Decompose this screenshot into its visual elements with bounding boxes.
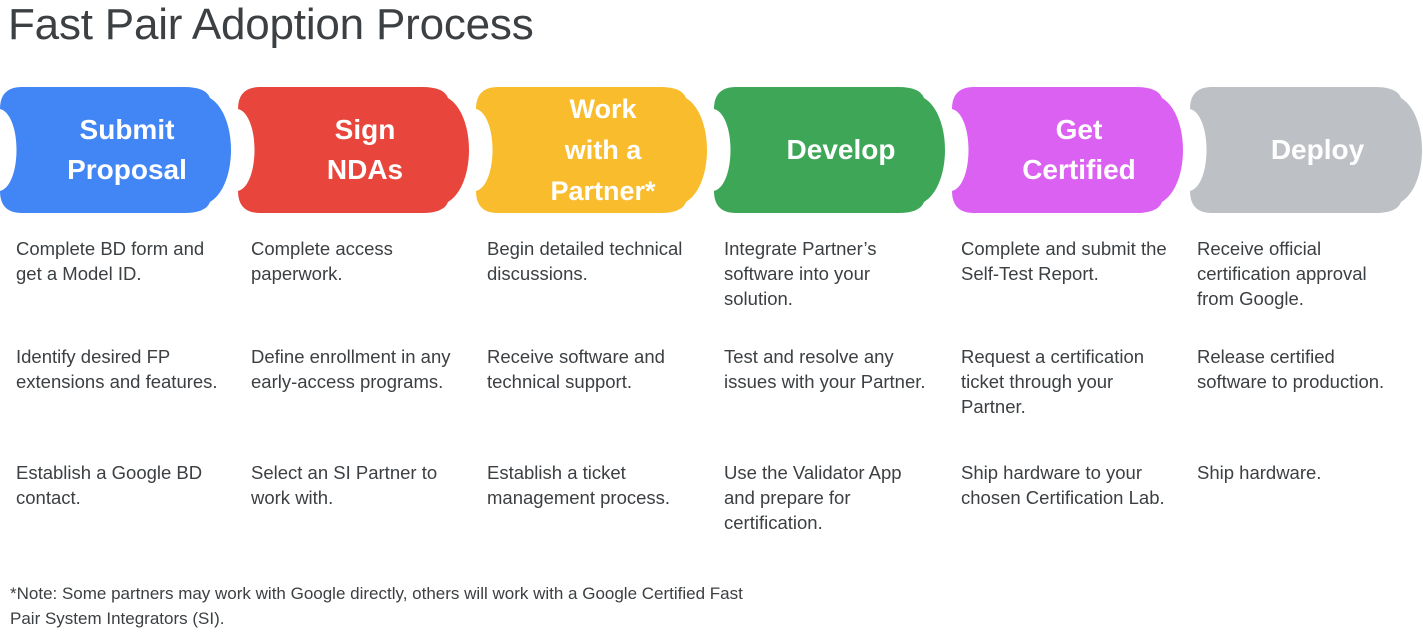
stage-detail-item: Use the Validator App and prepare for ce… bbox=[724, 462, 902, 533]
stage-detail-item: Establish a ticket management process. bbox=[487, 462, 671, 508]
stage-banner-shape-sign-ndas bbox=[238, 87, 470, 213]
page-title: Fast Pair Adoption Process bbox=[8, 0, 534, 49]
stage-banner-label-submit-proposal: Submit Proposal bbox=[67, 114, 187, 185]
process-stage-banner-row: Submit Proposal Sign NDAs Work with a Part… bbox=[0, 87, 1423, 213]
stage-detail-item: Establish a Google BD contact. bbox=[16, 462, 203, 508]
stage-detail-item: Test and resolve any issues with your Pa… bbox=[724, 346, 926, 392]
stage-banner-label-work-with-a-partner: Work with a Partner* bbox=[550, 93, 656, 206]
stage-banner-shape-work-with-a-partner bbox=[476, 87, 708, 213]
stage-banner-deploy[interactable]: Deploy bbox=[1190, 87, 1423, 213]
stage-banner-work-with-a-partner[interactable]: Work with a Partner* bbox=[476, 87, 708, 213]
stage-detail-item: Complete and submit the Self-Test Report… bbox=[961, 238, 1167, 284]
stage-banner-shape-get-certified bbox=[952, 87, 1184, 213]
stage-banner-shape-deploy bbox=[1190, 87, 1423, 213]
stage-detail-item: Begin detailed technical discussions. bbox=[487, 238, 683, 284]
stage-detail-item: Complete BD form and get a Model ID. bbox=[16, 238, 205, 284]
footnote-note: *Note: Some partners may work with Googl… bbox=[10, 584, 743, 628]
stage-banner-submit-proposal[interactable]: Submit Proposal bbox=[0, 87, 232, 213]
stage-banner-shape-develop bbox=[714, 87, 946, 213]
stage-detail-item: Ship hardware. bbox=[1197, 462, 1322, 483]
stage-banner-shape-submit-proposal bbox=[0, 87, 232, 213]
stage-banner-label-deploy: Deploy bbox=[1270, 134, 1365, 165]
stage-detail-item: Define enrollment in any early-access pr… bbox=[251, 346, 451, 392]
stage-detail-item: Select an SI Partner to work with. bbox=[251, 462, 438, 508]
stage-banner-label-develop: Develop bbox=[786, 134, 896, 165]
stage-banner-label-get-certified: Get Certified bbox=[1022, 114, 1136, 185]
stage-detail-item: Complete access paperwork. bbox=[251, 238, 393, 284]
stage-detail-item: Receive official certification approval … bbox=[1197, 238, 1367, 309]
stage-banner-develop[interactable]: Develop bbox=[714, 87, 946, 213]
stage-detail-item: Release certified software to production… bbox=[1197, 346, 1385, 392]
stage-detail-item: Request a certification ticket through y… bbox=[961, 346, 1145, 417]
stage-banner-label-sign-ndas: Sign NDAs bbox=[326, 114, 404, 185]
stage-detail-item: Ship hardware to your chosen Certificati… bbox=[961, 462, 1165, 508]
stage-banner-get-certified[interactable]: Get Certified bbox=[952, 87, 1184, 213]
stage-banner-sign-ndas[interactable]: Sign NDAs bbox=[238, 87, 470, 213]
stage-detail-item: Identify desired FP extensions and featu… bbox=[16, 346, 218, 392]
stage-detail-item: Integrate Partner’s software into your s… bbox=[724, 238, 877, 309]
stage-detail-item: Receive software and technical support. bbox=[487, 346, 665, 392]
